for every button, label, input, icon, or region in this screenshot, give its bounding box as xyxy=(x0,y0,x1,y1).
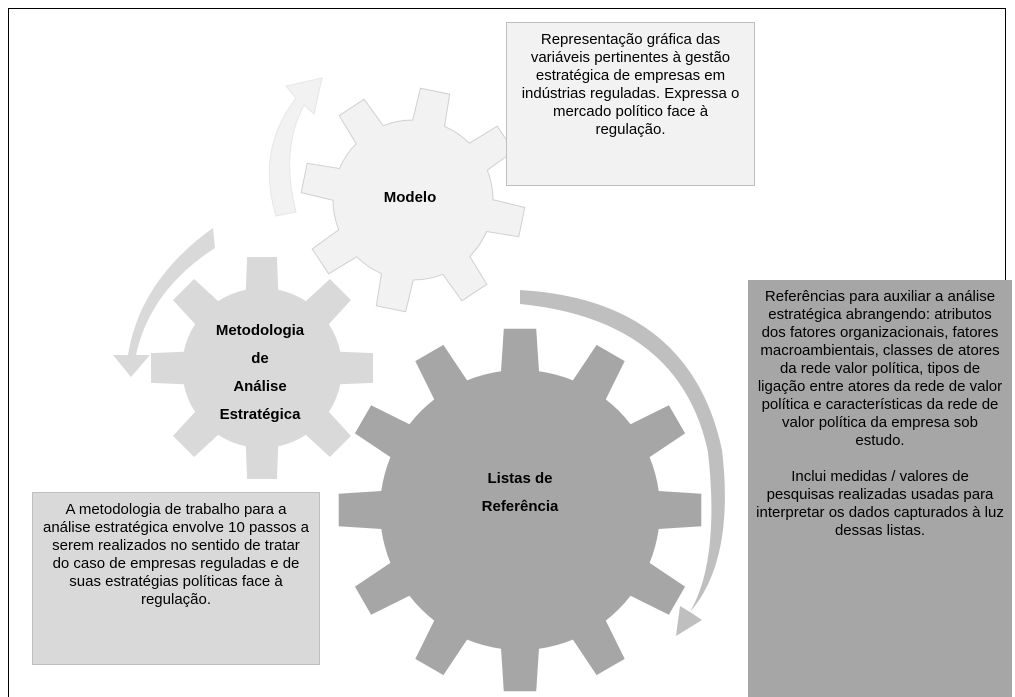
gear-metodologia xyxy=(151,257,373,479)
gear-metodologia-line-4: Estratégica xyxy=(219,406,301,423)
gear-metodologia-line-1: Metodologia xyxy=(215,322,305,339)
gear-listas-line-2: Referência xyxy=(481,498,559,515)
note-listas: Referências para auxiliar a análise estr… xyxy=(748,280,1012,697)
gear-listas-line-1: Listas de xyxy=(487,470,553,487)
gear-listas xyxy=(338,328,702,692)
note-metodologia: A metodologia de trabalho para a análise… xyxy=(32,492,320,665)
gear-listas-label: Listas de Referência xyxy=(450,465,590,521)
note-modelo: Representação gráfica das variáveis pert… xyxy=(506,22,755,186)
gear-modelo-label: Modelo xyxy=(383,189,437,206)
note-metodologia-text: A metodologia de trabalho para a análise… xyxy=(43,501,310,608)
gear-metodologia-line-3: Análise xyxy=(233,378,287,395)
note-modelo-text: Representação gráfica das variáveis pert… xyxy=(521,31,740,138)
arrow-top xyxy=(268,77,323,217)
gear-metodologia-label: Metodologia de Análise Estratégica xyxy=(190,317,330,429)
gear-modelo xyxy=(300,87,526,313)
arrow-left xyxy=(113,228,215,377)
gear-metodologia-line-2: de xyxy=(251,350,269,367)
note-listas-paragraph-2: Inclui medidas / valores de pesquisas re… xyxy=(756,468,1004,539)
note-listas-paragraph-1: Referências para auxiliar a análise estr… xyxy=(757,288,1003,449)
